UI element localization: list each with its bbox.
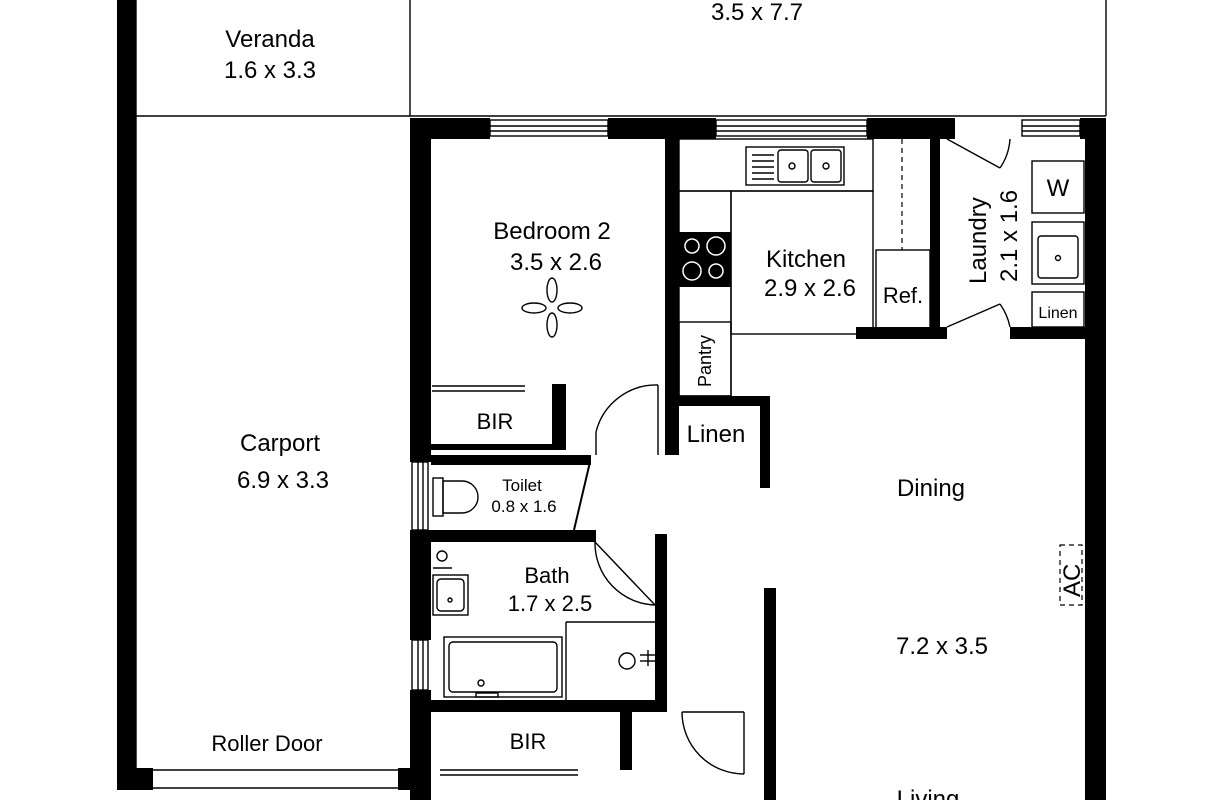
ac-label: AC bbox=[1059, 564, 1086, 597]
laundry-tub-icon bbox=[1031, 221, 1085, 285]
laundry-size: 2.1 x 1.6 bbox=[996, 190, 1023, 282]
bath-size: 1.7 x 2.5 bbox=[508, 591, 592, 616]
kitchen-fixtures bbox=[678, 138, 931, 397]
bath-name: Bath bbox=[524, 563, 569, 588]
bedroom2-name: Bedroom 2 bbox=[493, 218, 610, 245]
veranda-size: 1.6 x 3.3 bbox=[224, 57, 316, 84]
ref-label: Ref. bbox=[883, 283, 923, 308]
sliding-doors bbox=[432, 385, 578, 776]
doors bbox=[573, 138, 1011, 775]
laundry-fixtures bbox=[1031, 160, 1085, 328]
window-bedroom2 bbox=[489, 119, 609, 137]
kitchen-size: 2.9 x 2.6 bbox=[764, 275, 856, 302]
kitchen-sink-icon bbox=[745, 146, 845, 186]
door-laundry-external bbox=[946, 138, 1011, 169]
room-labels: Veranda 1.6 x 3.3 3.5 x 7.7 Bedroom 2 3.… bbox=[211, 0, 1086, 800]
door-bath bbox=[594, 541, 656, 606]
pantry-label: Pantry bbox=[695, 335, 715, 387]
toilet-icon bbox=[432, 477, 479, 517]
cooktop-icon bbox=[679, 232, 731, 287]
roller-door-label: Roller Door bbox=[211, 731, 322, 756]
bathroom-fixtures bbox=[432, 477, 658, 700]
carport-name: Carport bbox=[240, 430, 320, 457]
washer-space bbox=[1031, 160, 1085, 214]
kitchen-name: Kitchen bbox=[766, 246, 846, 273]
bedroom2-size: 3.5 x 2.6 bbox=[510, 249, 602, 276]
pantry-cupboard bbox=[678, 321, 732, 397]
ceiling-fan-icon bbox=[521, 277, 583, 338]
top-area-size: 3.5 x 7.7 bbox=[711, 0, 803, 26]
door-toilet bbox=[573, 461, 591, 531]
bir-lower-label: BIR bbox=[510, 729, 547, 754]
roller-door bbox=[153, 769, 398, 789]
hall-linen-label: Linen bbox=[687, 421, 746, 448]
window-toilet bbox=[411, 461, 429, 531]
washer-label: W bbox=[1047, 175, 1070, 202]
toilet-name: Toilet bbox=[502, 476, 542, 495]
bathtub-icon bbox=[443, 636, 563, 698]
ac-unit bbox=[1059, 544, 1083, 606]
walls bbox=[117, 0, 1106, 800]
veranda-name: Veranda bbox=[225, 26, 315, 53]
laundry-linen-label: Linen bbox=[1038, 305, 1077, 322]
carport-size: 6.9 x 3.3 bbox=[237, 467, 329, 494]
door-laundry-internal bbox=[946, 303, 1011, 328]
window-bath bbox=[411, 639, 429, 691]
vanity-basin-icon bbox=[432, 550, 469, 616]
window-kitchen bbox=[715, 119, 868, 137]
windows bbox=[153, 119, 1081, 789]
door-bedroom2 bbox=[595, 384, 659, 455]
living-name: Living bbox=[897, 786, 960, 800]
fridge-space bbox=[875, 249, 931, 331]
shower-icon bbox=[565, 621, 658, 700]
door-bedroom1 bbox=[681, 711, 745, 775]
dining-size: 7.2 x 3.5 bbox=[896, 633, 988, 660]
bir-upper-label: BIR bbox=[477, 409, 514, 434]
toilet-size: 0.8 x 1.6 bbox=[491, 497, 556, 516]
window-laundry bbox=[1021, 119, 1081, 137]
dining-name: Dining bbox=[897, 475, 965, 502]
laundry-linen-cupboard bbox=[1031, 291, 1085, 328]
laundry-name: Laundry bbox=[965, 197, 992, 284]
